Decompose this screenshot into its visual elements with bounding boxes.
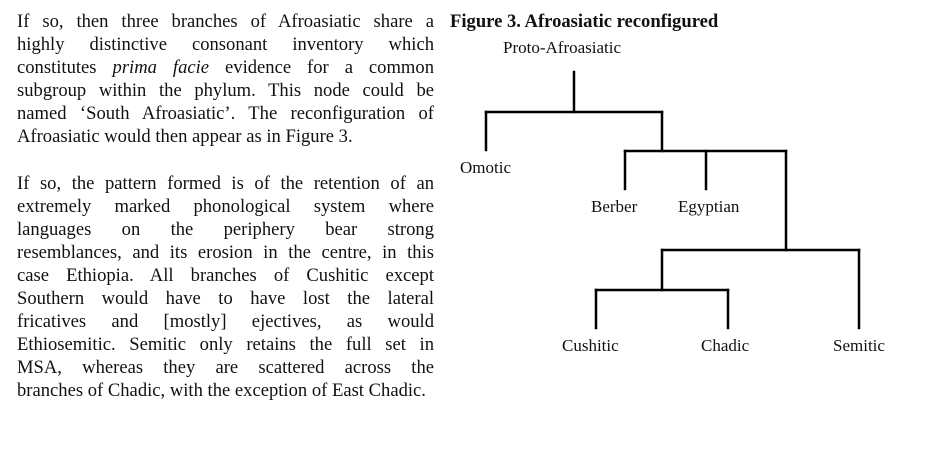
text-line: case Ethiopia. All branches of Cushitic … xyxy=(17,265,434,286)
text-line: Southern would have to have lost the lat… xyxy=(17,288,434,309)
text-line: If so, the pattern formed is of the rete… xyxy=(17,173,434,194)
text-line: extremely marked phonological system whe… xyxy=(17,196,434,217)
node-chadic: Chadic xyxy=(701,336,750,355)
text-line: fricatives and [mostly] ejectives, as wo… xyxy=(17,311,434,332)
text-line: highly distinctive consonant inventory w… xyxy=(17,34,434,55)
text-line-with-italic: constitutes prima facie evidence for a c… xyxy=(17,56,434,79)
node-berber: Berber xyxy=(591,197,638,216)
node-cushitic: Cushitic xyxy=(562,336,619,355)
figure-caption: Figure 3. Afroasiatic reconfigured xyxy=(450,11,719,32)
node-omotic: Omotic xyxy=(460,158,511,177)
text-line: languages on the periphery bear strong xyxy=(17,219,434,240)
node-egyptian: Egyptian xyxy=(678,197,740,216)
text-line: If so, then three branches of Afroasiati… xyxy=(17,11,434,32)
text-line: MSA, whereas they are scattered across t… xyxy=(17,357,434,378)
text-fragment: constitutes xyxy=(17,57,113,78)
paragraph-1: If so, then three branches of Afroasiati… xyxy=(17,10,434,148)
text-line: named ‘South Afroasiatic’. The reconfigu… xyxy=(17,103,434,124)
body-text: If so, then three branches of Afroasiati… xyxy=(17,10,434,402)
paragraph-2: If so, the pattern formed is of the rete… xyxy=(17,172,434,402)
text-line: branches of Chadic, with the exception o… xyxy=(17,380,426,401)
italic-phrase: prima facie xyxy=(112,57,210,78)
text-line: subgroup within the phylum. This node co… xyxy=(17,80,434,101)
text-fragment: evidence for a common xyxy=(209,57,434,78)
node-semitic: Semitic xyxy=(833,336,885,355)
text-line: Ethiosemitic. Semitic only retains the f… xyxy=(17,334,434,355)
node-proto-afroasiatic: Proto-Afroasiatic xyxy=(503,38,622,57)
text-line: resemblances, and its erosion in the cen… xyxy=(17,242,434,263)
text-line: Afroasiatic would then appear as in Figu… xyxy=(17,126,353,147)
